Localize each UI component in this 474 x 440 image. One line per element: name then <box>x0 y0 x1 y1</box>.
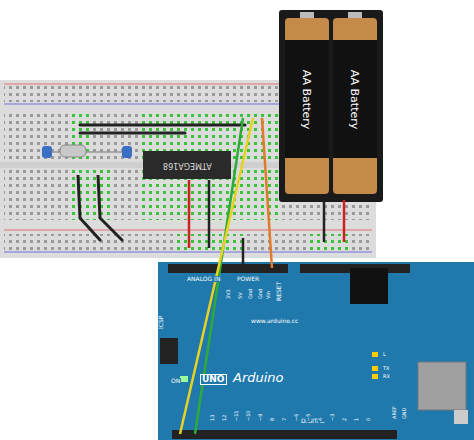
crystal <box>60 145 86 157</box>
led-label: TX <box>382 366 390 371</box>
pin-label: Vin <box>266 290 271 300</box>
pin-number: 8 <box>270 417 275 422</box>
capacitor <box>122 146 132 158</box>
pin-number: 13 <box>210 414 215 422</box>
pin-label: AREF <box>392 405 397 420</box>
pin-number: ~3 <box>330 413 335 422</box>
url-text: www.arduino.cc <box>250 318 299 324</box>
pin-label: 3V3 <box>226 288 231 300</box>
led-label: RX <box>382 374 391 379</box>
pin-number: ~5 <box>306 413 311 422</box>
part-label: AA Battery <box>301 69 314 129</box>
pin-number: 0 <box>366 417 371 422</box>
pin-label: Gnd <box>248 288 253 300</box>
capacitor <box>42 146 52 158</box>
pin-number: ~9 <box>258 413 263 422</box>
arduino-board <box>158 262 474 440</box>
battery-cell: AA Battery <box>333 40 377 158</box>
part-label: AA Battery <box>349 69 362 129</box>
pin-label: RESET <box>276 281 282 302</box>
icsp-label: ICSP <box>158 315 164 330</box>
led-label: ON <box>170 378 181 384</box>
pin-number: 4 <box>318 417 323 422</box>
ic-chip: ATMEGA168 <box>143 151 231 179</box>
pin-label: Gnd <box>258 288 263 300</box>
pin-label: GND <box>402 407 407 420</box>
pin-number: 1 <box>354 417 359 422</box>
pin-number: ~11 <box>234 409 239 422</box>
analog-label: ANALOG IN <box>186 276 221 282</box>
logo-text: Arduino <box>232 371 285 384</box>
battery-holder <box>279 10 383 202</box>
led-label: L <box>382 352 387 357</box>
logo-text: UNO <box>200 374 227 385</box>
pin-label: 5V <box>238 291 243 300</box>
pin-number: ~6 <box>294 413 299 422</box>
pin-number: 12 <box>222 414 227 422</box>
pin-number: 2 <box>342 417 347 422</box>
power-label: POWER <box>236 276 260 282</box>
battery-cell: AA Battery <box>285 40 329 158</box>
pin-number: ~10 <box>246 409 251 422</box>
part-label: ATMEGA168 <box>163 161 212 170</box>
pin-number: 7 <box>282 417 287 422</box>
